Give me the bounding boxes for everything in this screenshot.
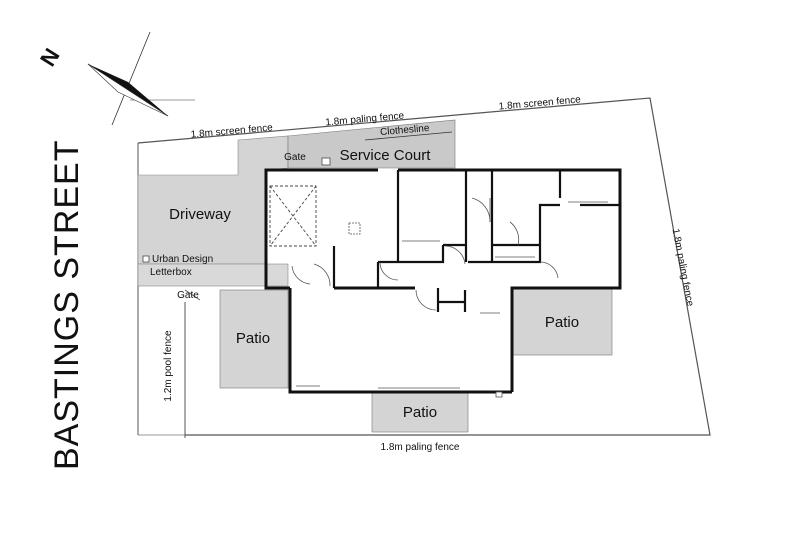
driveway-label: Driveway — [169, 206, 231, 223]
gate-pool-label: Gate — [177, 290, 199, 301]
letterbox-strip — [137, 263, 289, 287]
patio-east-label: Patio — [545, 314, 579, 331]
internal-walls — [332, 170, 620, 312]
service-court-label: Service Court — [340, 147, 432, 164]
service-court-area — [287, 119, 456, 169]
letterbox-label: Letterbox — [150, 267, 192, 278]
patio-west-label: Patio — [236, 330, 270, 347]
patio-east-area — [511, 287, 613, 356]
door-swings — [291, 197, 559, 311]
paling-fence-south-label: 1.8m paling fence — [381, 442, 460, 453]
pool-gate-swing — [184, 289, 201, 301]
pool-fence-label: 1.2m pool fence — [163, 330, 174, 402]
entry-void — [269, 185, 317, 247]
clothesline — [364, 131, 453, 141]
patio-west-area — [219, 289, 289, 389]
property-boundary — [137, 97, 711, 436]
light-fitting — [348, 222, 361, 235]
street-name: BASTINGS STREET — [48, 140, 86, 471]
windows — [296, 201, 608, 398]
gate-service-label: Gate — [284, 152, 306, 163]
patio-south-label: Patio — [403, 404, 437, 421]
paling-fence-east-label: 1.8m paling fence — [670, 228, 696, 308]
house-walls — [264, 168, 622, 394]
clothesline-label: Clothesline — [380, 123, 431, 138]
urban-design-marker — [142, 255, 150, 263]
north-arrow — [87, 31, 195, 126]
north-label: N — [35, 44, 65, 71]
urban-design-label: Urban Design — [152, 254, 213, 265]
screen-fence-east-label: 1.8m screen fence — [498, 94, 581, 112]
clothesline-post — [321, 157, 331, 166]
